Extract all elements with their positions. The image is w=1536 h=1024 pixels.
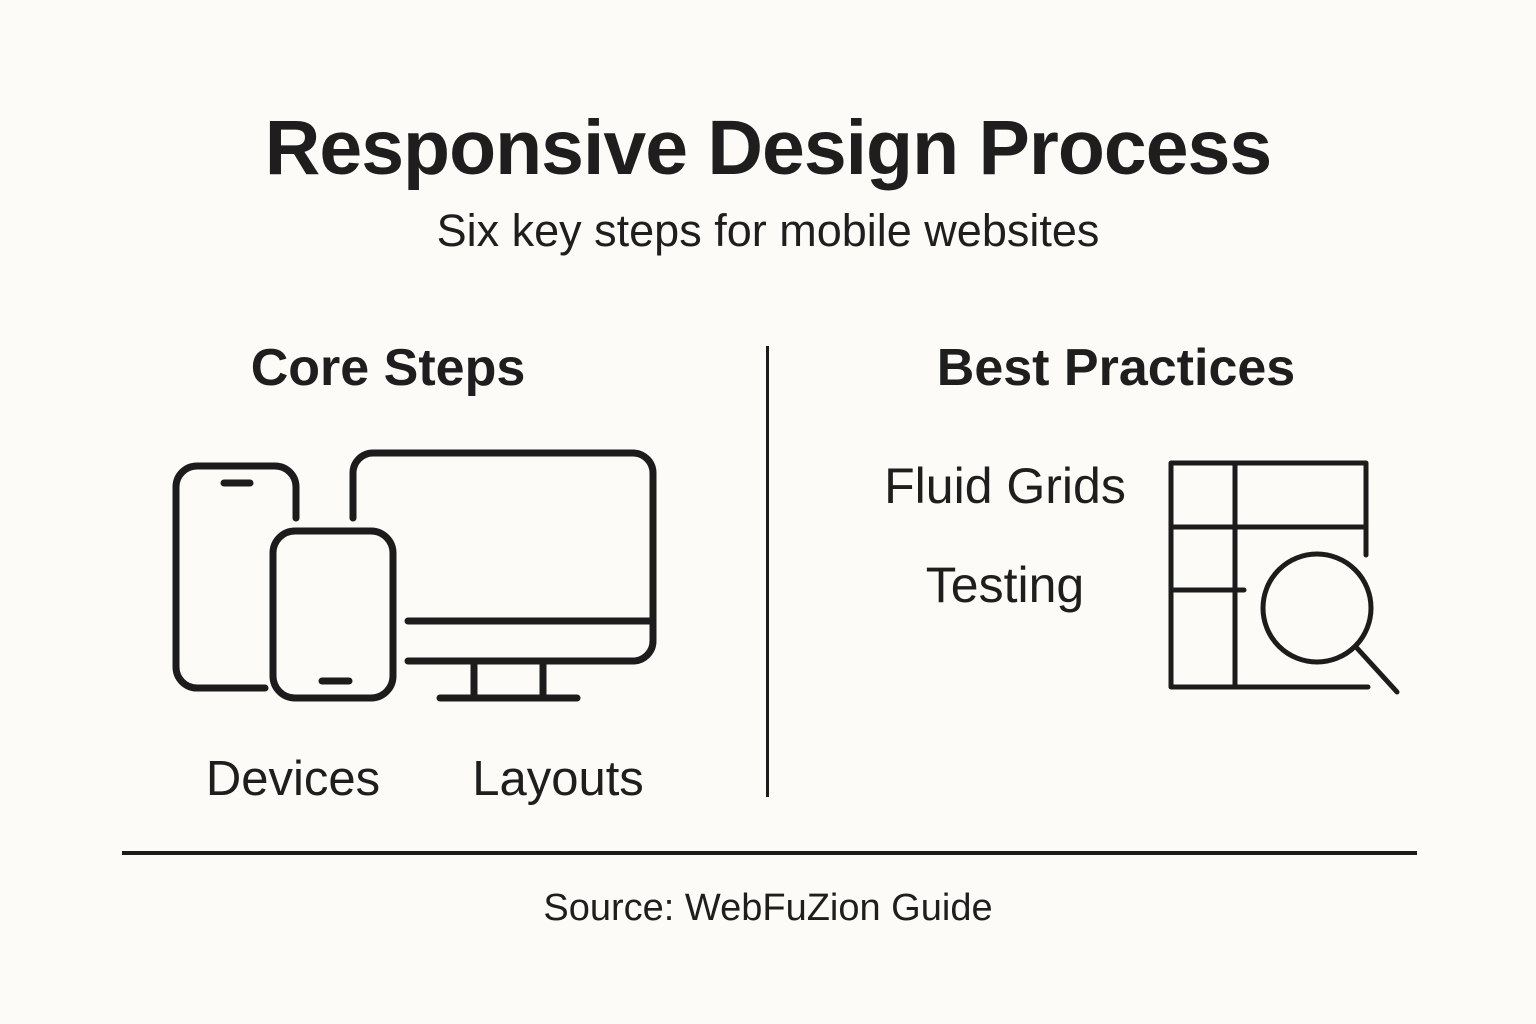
grid-magnifier-icon [1168, 460, 1400, 695]
source-text: Source: WebFuZion Guide [543, 887, 993, 929]
magnifier-handle [1353, 644, 1400, 695]
tablet-icon [269, 527, 397, 702]
core-steps-heading: Core Steps [250, 339, 526, 397]
best-practices-heading: Best Practices [936, 339, 1296, 397]
magnifier-lens [1260, 551, 1374, 665]
fluid-grids-label: Fluid Grids [884, 458, 1126, 514]
grid-frame [1168, 460, 1371, 690]
phone-icon [172, 462, 300, 692]
layouts-label: Layouts [472, 752, 644, 806]
footer-rule [122, 851, 1417, 855]
monitor-icon [349, 449, 657, 665]
page-title: Responsive Design Process [264, 105, 1272, 191]
column-divider [766, 346, 769, 797]
devices-icon [172, 449, 657, 702]
testing-label: Testing [925, 557, 1085, 613]
page-subtitle: Six key steps for mobile websites [436, 205, 1100, 256]
devices-label: Devices [205, 752, 381, 806]
